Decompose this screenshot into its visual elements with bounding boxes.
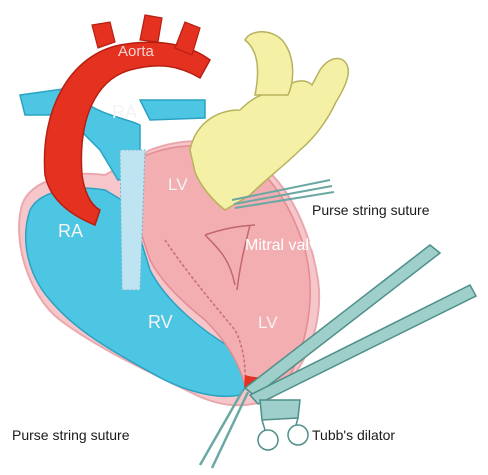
aortic-branch-3: [175, 22, 200, 55]
label-purse-string-top: Purse string suture: [312, 202, 430, 218]
pulmonary-artery: [140, 100, 205, 120]
label-purse-string-bottom: Purse string suture: [12, 427, 130, 443]
label-lv-upper: LV: [168, 175, 188, 194]
label-lv-lower: LV: [258, 313, 278, 332]
label-tubbs-dilator: Tubb's dilator: [312, 427, 395, 443]
aortic-branch-2: [140, 15, 162, 42]
label-ra-top: RA: [112, 102, 137, 122]
label-rv: RV: [148, 312, 173, 332]
label-ra-left: RA: [58, 221, 83, 241]
label-aorta: Aorta: [118, 43, 155, 60]
finger-upper: [245, 32, 293, 95]
atrial-tube: [120, 150, 145, 290]
label-mitral-valve: Mitral valve: [245, 237, 326, 254]
aortic-branch-1: [92, 22, 115, 48]
